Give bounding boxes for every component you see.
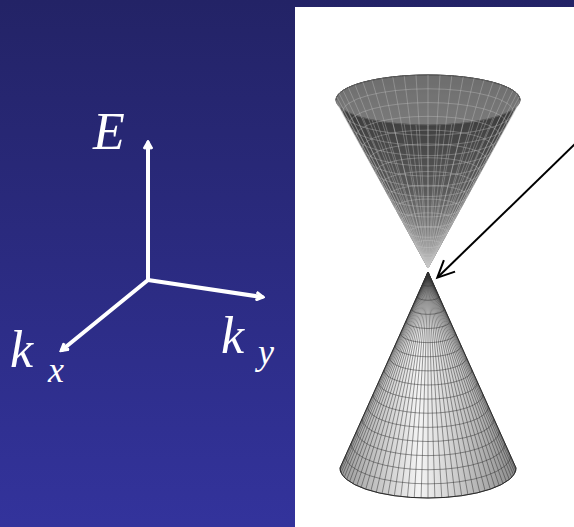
mesh-ring — [336, 75, 520, 125]
mesh-ring — [415, 240, 441, 247]
mesh-ring — [351, 444, 505, 470]
mesh-ring — [349, 103, 507, 146]
mesh-ring — [412, 309, 445, 315]
axis-label-text: k — [221, 307, 244, 364]
mesh-ring — [417, 297, 439, 301]
mesh-ring — [357, 431, 500, 455]
pointer-arrow — [438, 143, 574, 277]
mesh-ring — [406, 321, 450, 329]
mesh-ring — [389, 185, 468, 206]
axis-label: E — [93, 106, 125, 158]
mesh-ring — [395, 346, 461, 357]
axis-subscript-text: x — [48, 350, 64, 390]
mesh-ring — [362, 130, 493, 166]
mesh-ring — [362, 419, 494, 442]
mesh-ring — [384, 370, 472, 385]
mesh-ring — [356, 116, 501, 155]
mesh-ring — [395, 199, 461, 217]
axis-subscript: y — [258, 334, 274, 370]
axis-label: k — [10, 324, 33, 376]
mesh-ring — [379, 382, 478, 399]
mesh-ring — [401, 333, 456, 342]
mesh-ring — [343, 89, 514, 135]
mesh-ring — [382, 172, 474, 197]
mesh-ring — [423, 284, 434, 286]
mesh-ring — [368, 407, 489, 428]
axis-label-text: k — [10, 321, 33, 378]
lower-cone — [340, 272, 516, 498]
axis-subscript: x — [48, 352, 64, 388]
mesh-ring — [390, 358, 467, 371]
axis-label-text: E — [93, 103, 125, 160]
mesh-ring — [340, 468, 516, 498]
mesh-ring — [346, 456, 511, 484]
mesh-ring — [373, 395, 483, 414]
axis-label: k — [221, 310, 244, 362]
cone-surface — [340, 272, 516, 498]
mesh-ring — [402, 213, 455, 227]
white-panel — [295, 7, 574, 527]
mesh-ring — [369, 144, 487, 176]
cone-surface — [336, 75, 520, 268]
mesh-ring — [421, 254, 434, 258]
mesh-ring — [408, 227, 447, 238]
axis-subscript-text: y — [258, 332, 274, 372]
upper-cone — [336, 75, 520, 268]
mesh-ring — [375, 158, 480, 187]
